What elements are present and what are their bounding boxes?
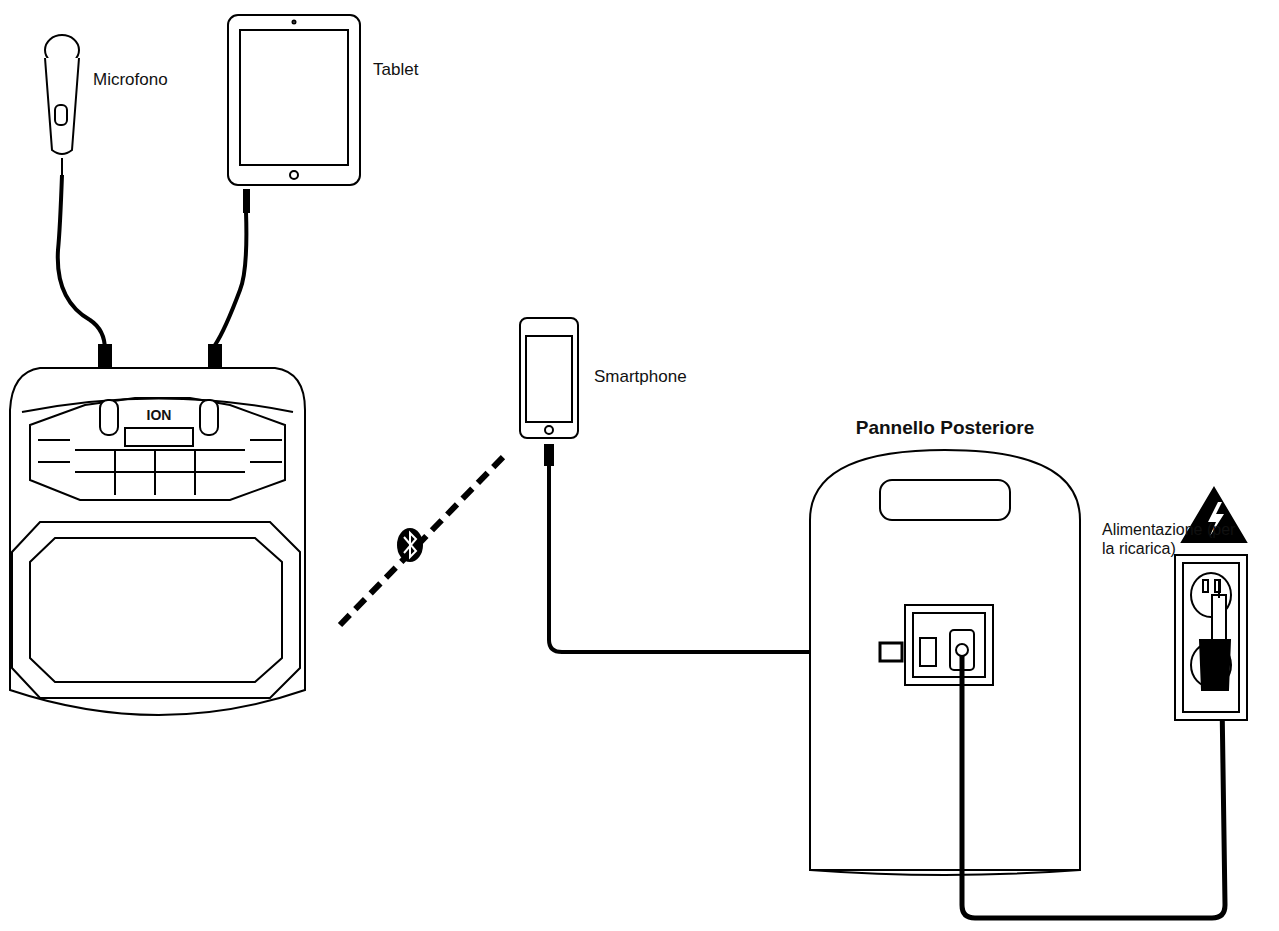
bluetooth-link: [340, 455, 505, 625]
part-label: Alimentazione (per la ricarica): [1102, 520, 1242, 558]
speaker-top: [10, 368, 305, 715]
wall-outlet: [1175, 555, 1247, 720]
smartphone: [520, 318, 578, 465]
tablet: [228, 15, 360, 212]
mic-cable: [58, 175, 105, 350]
bluetooth-icon: [397, 528, 423, 562]
part-label: Microfono: [93, 70, 168, 90]
brand-mark: ION: [147, 407, 172, 424]
microphone: [45, 35, 79, 175]
panel-heading: Pannello Posteriore: [856, 417, 1034, 440]
part-label: Smartphone: [594, 367, 687, 387]
rear-panel: [810, 450, 1080, 875]
tablet-cable: [215, 212, 246, 345]
part-label: Tablet: [373, 60, 418, 80]
